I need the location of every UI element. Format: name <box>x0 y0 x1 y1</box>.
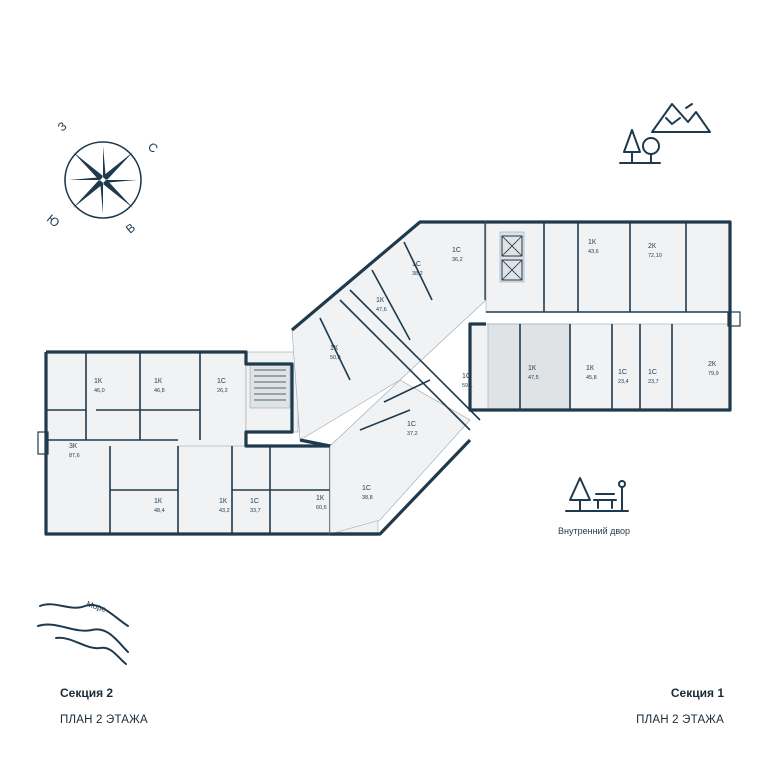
elevator-icon <box>501 235 523 281</box>
apt-area: 26,2 <box>217 388 228 394</box>
apt-type: 1С <box>362 485 371 492</box>
apt-type: 1С <box>250 498 259 505</box>
apt-area: 38,2 <box>412 271 423 277</box>
apt-area: 79,9 <box>708 371 719 377</box>
apt-area: 59,1 <box>462 383 473 389</box>
apt-area: 47,5 <box>528 375 539 381</box>
apt-type: 1К <box>154 498 163 505</box>
sea-label: Море <box>85 599 107 614</box>
section2-floor: ПЛАН 2 ЭТАЖА <box>60 714 148 726</box>
apt-type: 1С <box>462 373 471 380</box>
apt-area: 23,7 <box>648 379 659 385</box>
apt-type: 1К <box>330 345 339 352</box>
section1-floor: ПЛАН 2 ЭТАЖА <box>636 714 724 726</box>
apt-type: 1С <box>412 261 421 268</box>
mountains-icon <box>651 103 711 133</box>
apt-type: 3К <box>69 443 78 450</box>
apt-type: 1С <box>217 378 226 385</box>
apt-area: 60,5 <box>316 505 327 511</box>
diagonal-link <box>290 220 488 536</box>
apt-area: 36,2 <box>452 257 463 263</box>
compass-north: С <box>145 140 161 157</box>
trees-icon <box>619 129 661 164</box>
apt-type: 2К <box>708 361 717 368</box>
section1-wing <box>468 220 741 412</box>
apt-type: 1С <box>648 369 657 376</box>
apt-area: 46,0 <box>94 388 105 394</box>
apt-area: 23,4 <box>618 379 629 385</box>
apt-type: 1К <box>219 498 228 505</box>
stairs-icon <box>254 369 286 401</box>
compass-west: З <box>55 119 70 134</box>
apt-area: 87,6 <box>69 453 80 459</box>
compass-rose-icon <box>64 141 142 219</box>
apt-area: 47,6 <box>376 307 387 313</box>
apt-area: 50,8 <box>330 355 341 361</box>
compass-east: В <box>123 220 138 236</box>
compass-south: Ю <box>44 212 62 231</box>
apt-area: 43,6 <box>588 249 599 255</box>
apt-area: 33,7 <box>250 508 261 514</box>
apt-type: 1С <box>407 421 416 428</box>
apt-area: 48,4 <box>154 508 165 514</box>
apt-area: 37,2 <box>407 431 418 437</box>
apt-type: 1К <box>376 297 385 304</box>
apt-area: 45,8 <box>586 375 597 381</box>
sea-waves-icon <box>37 603 129 665</box>
apt-type: 1К <box>154 378 163 385</box>
apt-type: 1С <box>452 247 461 254</box>
apt-type: 1К <box>316 495 325 502</box>
apt-type: 1К <box>94 378 103 385</box>
apt-area: 72,10 <box>648 253 662 259</box>
courtyard-label: Внутренний двор <box>558 526 630 536</box>
courtyard-park-icon <box>565 477 629 512</box>
apt-type: 1К <box>588 239 597 246</box>
apt-area: 46,8 <box>154 388 165 394</box>
apt-area: 43,2 <box>219 508 230 514</box>
apt-type: 1К <box>586 365 595 372</box>
apt-area: 38,8 <box>362 495 373 501</box>
apt-type: 1С <box>618 369 627 376</box>
section1-title: Секция 1 <box>670 686 724 700</box>
section2-title: Секция 2 <box>60 686 114 700</box>
apartment-labels: 1К 46,0 1К 46,8 1С 26,2 3К 87,6 1К 48,4 … <box>69 239 719 514</box>
apt-type: 2К <box>648 243 657 250</box>
apt-type: 1К <box>528 365 537 372</box>
